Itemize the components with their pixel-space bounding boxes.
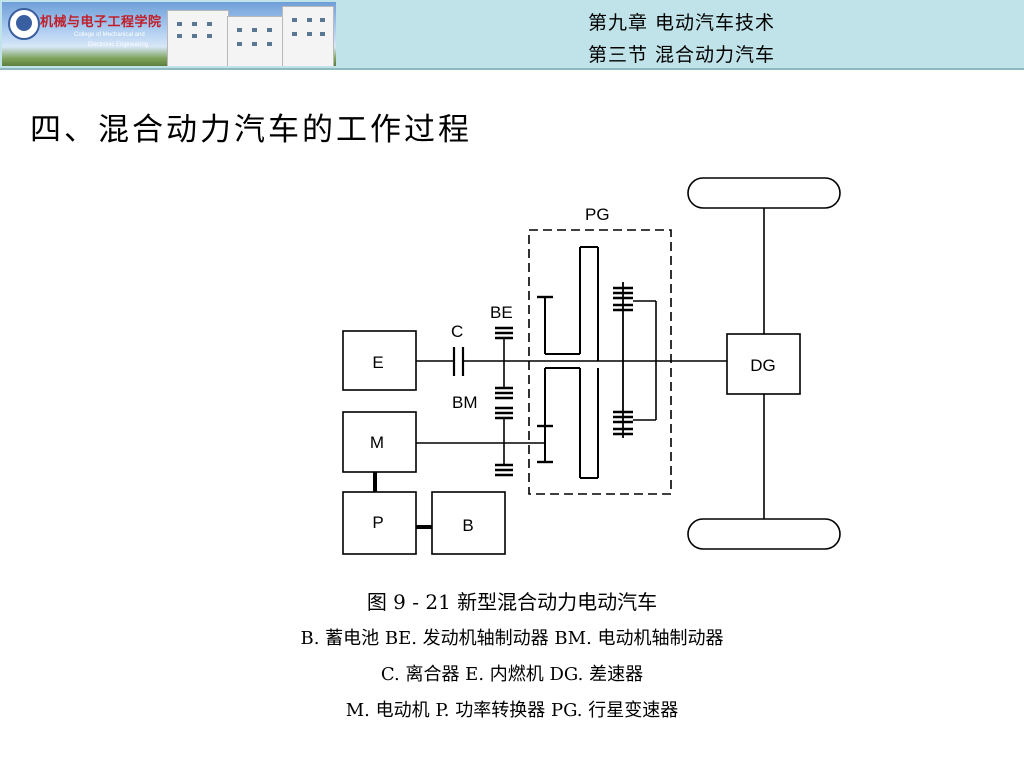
slide-title: 四、混合动力汽车的工作过程 xyxy=(30,112,472,148)
e-label: E xyxy=(372,353,383,372)
m-label: M xyxy=(370,433,384,452)
chapter-title: 第九章 电动汽车技术 xyxy=(588,12,776,34)
legend-line-2: C. 离合器 E. 内燃机 DG. 差速器 xyxy=(380,664,644,685)
dg-label: DG xyxy=(750,356,776,375)
header-bar: 机械与电子工程学院 College of Mechanical and Elec… xyxy=(0,0,1024,70)
front-wheel xyxy=(687,177,841,209)
college-subtitle-line1: College of Mechanical and xyxy=(74,32,145,38)
be-label: BE xyxy=(490,303,513,322)
college-name: 机械与电子工程学院 xyxy=(40,15,162,30)
planet-gear-upper xyxy=(613,286,633,312)
p-label: P xyxy=(372,513,383,532)
building-shape xyxy=(282,6,334,66)
bm-label: BM xyxy=(452,393,478,412)
legend-line-3: M. 电动机 P. 功率转换器 PG. 行星变速器 xyxy=(345,700,679,721)
c-label: C xyxy=(451,322,463,341)
planet-gear-lower xyxy=(613,410,633,436)
pg-label: PG xyxy=(585,205,610,224)
college-subtitle-line2: Electronic Engineering xyxy=(88,42,149,48)
power-converter-box xyxy=(342,491,417,555)
college-banner-image: 机械与电子工程学院 College of Mechanical and Elec… xyxy=(2,2,336,66)
differential-box xyxy=(726,333,801,395)
planetary-gear-box xyxy=(528,229,672,495)
section-title: 第三节 混合动力汽车 xyxy=(588,44,776,66)
bm-brake xyxy=(495,386,513,420)
rear-wheel xyxy=(687,518,841,550)
legend-line-1: B. 蓄电池 BE. 发动机轴制动器 BM. 电动机轴制动器 xyxy=(300,628,724,649)
bm-brake-lower xyxy=(495,463,513,477)
b-label: B xyxy=(462,516,473,535)
college-logo-icon xyxy=(8,8,40,40)
be-brake xyxy=(495,326,513,340)
motor-box xyxy=(342,411,417,473)
battery-box xyxy=(431,491,506,555)
figure-caption-title: 图 9 - 21 新型混合动力电动汽车 xyxy=(366,590,658,614)
